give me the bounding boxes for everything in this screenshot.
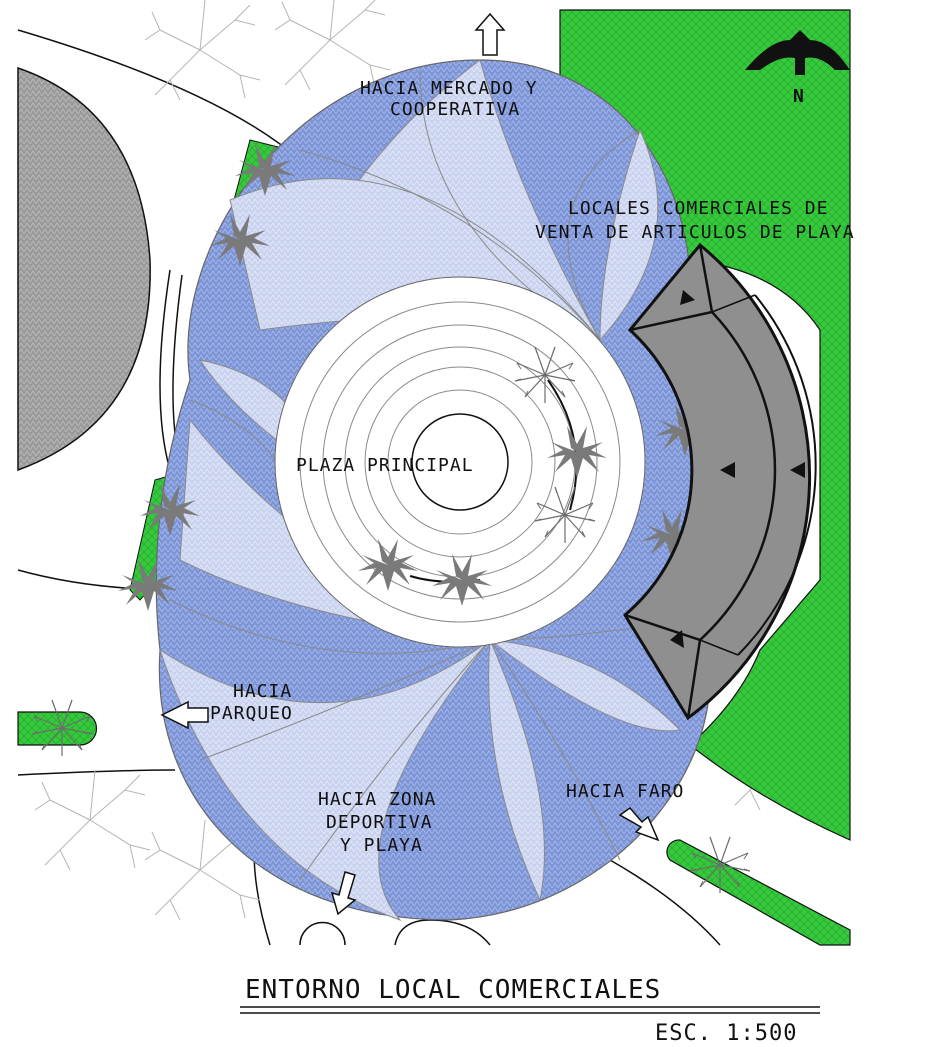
label-plaza: PLAZA PRINCIPAL	[296, 455, 474, 476]
label-sports: HACIA ZONA DEPORTIVA Y PLAYA	[318, 789, 436, 856]
street-lines	[17, 29, 721, 946]
drawing-scale: ESC. 1:500	[655, 1021, 797, 1046]
label-parking-line1: HACIA	[233, 681, 292, 702]
drawing-title: ENTORNO LOCAL COMERCIALES	[245, 975, 661, 1005]
label-parking-line2: PARQUEO	[210, 703, 293, 724]
north-arrow-icon: N	[745, 30, 850, 107]
roundabout-block	[17, 66, 151, 472]
arrow-southeast-lighthouse	[618, 806, 660, 842]
label-market: HACIA MERCADO Y COOPERATIVA	[360, 78, 538, 120]
label-sports-line1: HACIA ZONA	[318, 789, 436, 810]
arrow-south-sports	[330, 871, 357, 916]
label-market-line2: COOPERATIVA	[390, 99, 520, 120]
label-parking: HACIA PARQUEO	[210, 681, 293, 724]
label-shops-line2: VENTA DE ARTICULOS DE PLAYA	[535, 222, 855, 243]
commercial-shops	[623, 242, 817, 721]
label-lighthouse: HACIA FARO	[566, 781, 684, 802]
label-sports-line2: DEPORTIVA	[326, 812, 433, 833]
label-shops-line1: LOCALES COMERCIALES DE	[568, 198, 828, 219]
north-label: N	[793, 86, 805, 107]
label-market-line1: HACIA MERCADO Y	[360, 78, 538, 99]
label-shops: LOCALES COMERCIALES DE VENTA DE ARTICULO…	[535, 198, 855, 243]
arrow-west-parking	[160, 700, 209, 730]
arrow-north-market	[474, 12, 506, 56]
label-sports-line3: Y PLAYA	[340, 835, 423, 856]
